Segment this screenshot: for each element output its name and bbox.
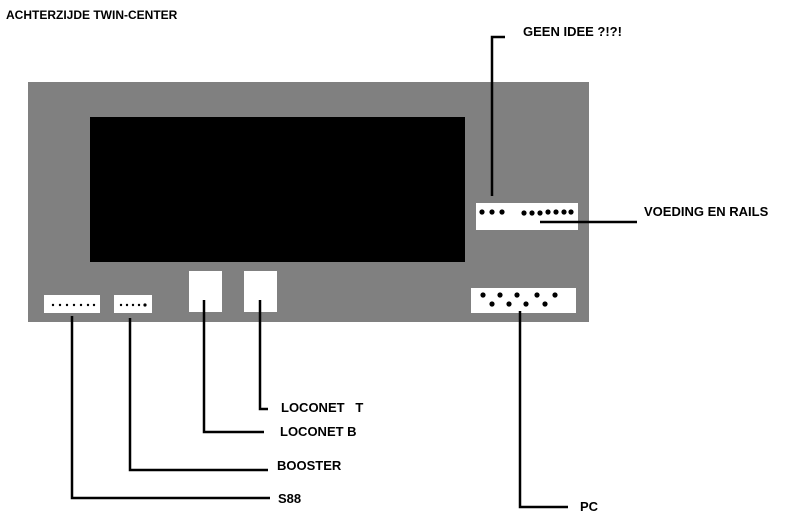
power-rails-pins (479, 209, 574, 216)
unknown-label: GEEN IDEE ?!?! (523, 24, 622, 39)
pc-pins (480, 292, 558, 307)
loconet-t-callout-line (258, 300, 268, 411)
unknown-callout-line (490, 35, 505, 196)
s88-pins (51, 303, 96, 307)
pc-label: PC (580, 499, 599, 514)
loconet-b-callout-line (202, 300, 264, 434)
power-rails-connector (476, 203, 578, 230)
callout-lines (70, 35, 637, 509)
diagram-title: ACHTERZIJDE TWIN-CENTER (6, 8, 178, 22)
booster-pins (119, 303, 147, 307)
s88-callout-line (70, 316, 270, 500)
booster-callout-line (128, 318, 268, 472)
pc-callout-line (518, 311, 568, 509)
loconet-t-label: LOCONET T (281, 400, 364, 415)
s88-connector (44, 295, 100, 313)
s88-label: S88 (278, 491, 302, 506)
pc-connector (471, 288, 576, 313)
power-rails-label: VOEDING EN RAILS (644, 204, 769, 219)
display-screen (90, 117, 465, 262)
loconet-b-label: LOCONET B (280, 424, 357, 439)
loconet-b-connector (189, 271, 222, 312)
booster-label: BOOSTER (277, 458, 342, 473)
